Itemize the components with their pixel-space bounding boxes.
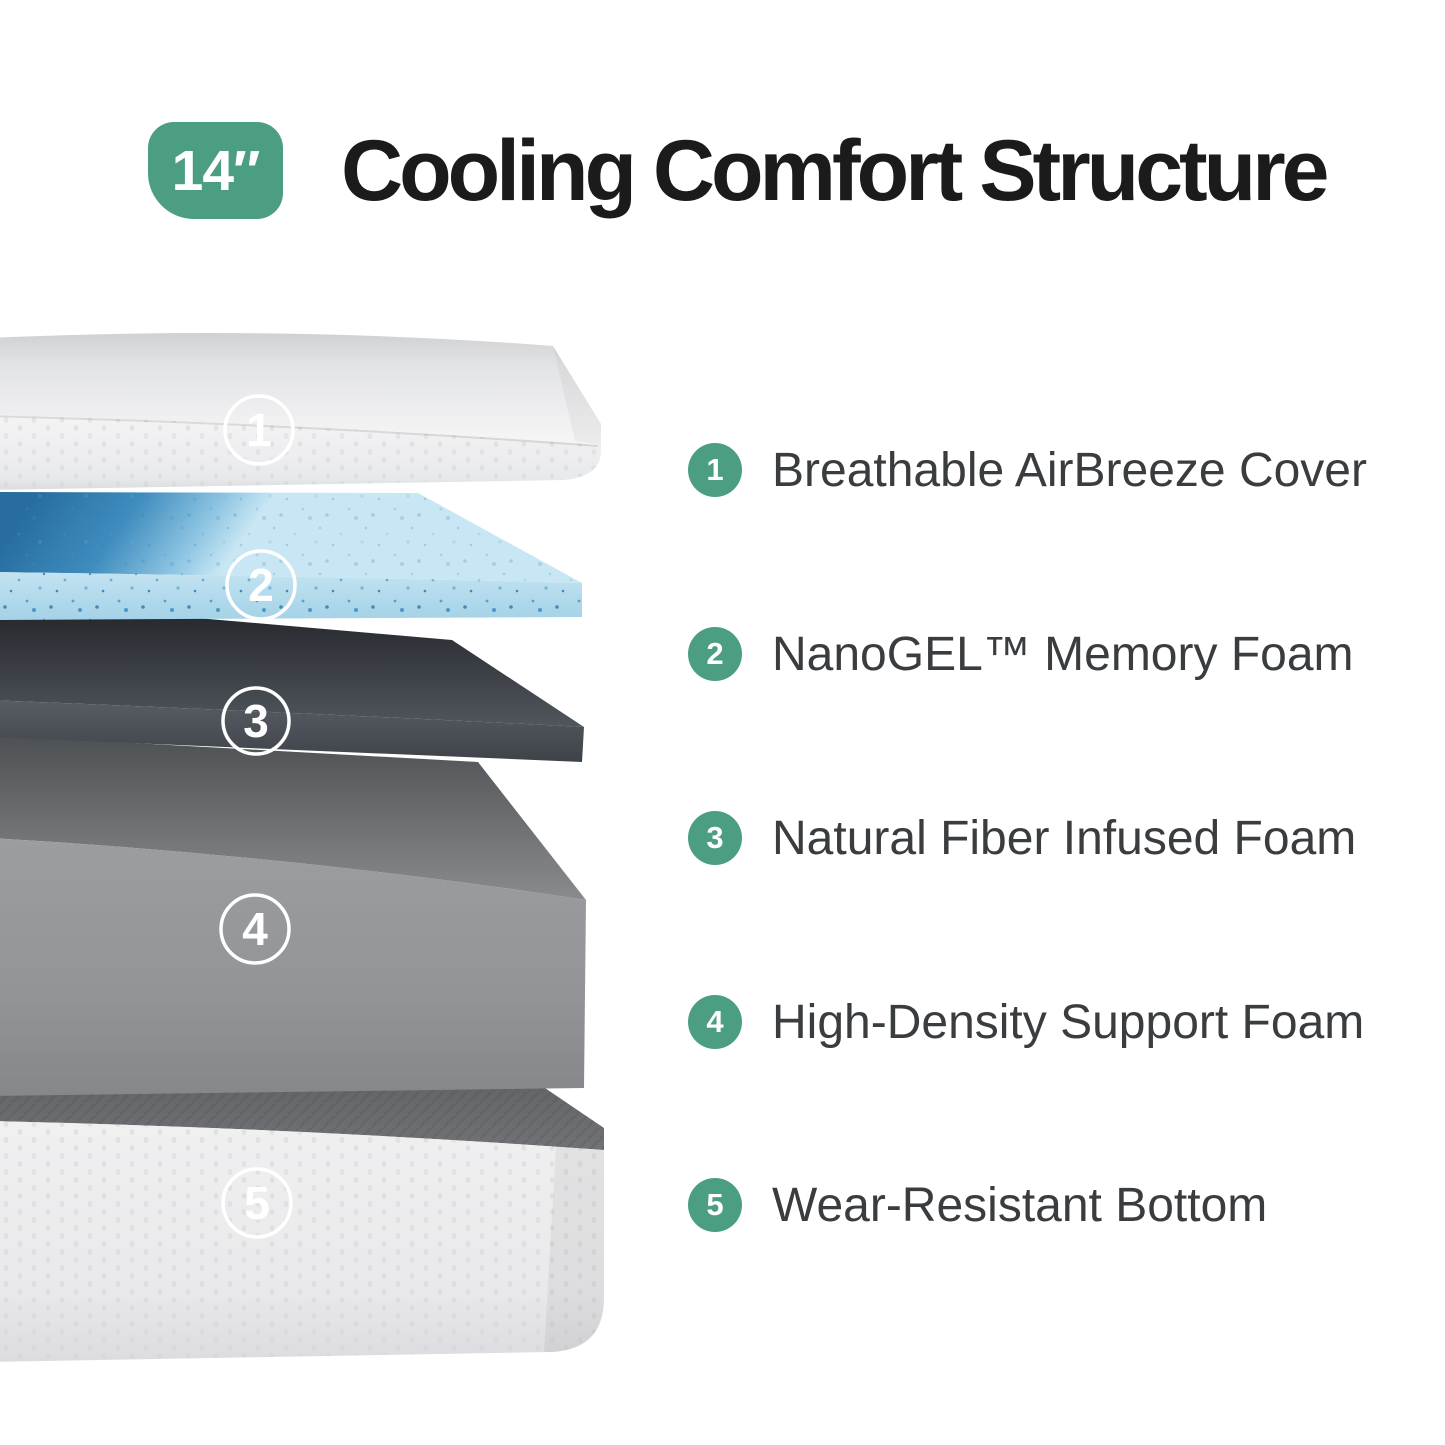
legend-item-2-label: NanoGEL™ Memory Foam (772, 627, 1354, 681)
layer-1-marker-number: 1 (246, 404, 272, 456)
legend-item-2-number-badge: 2 (688, 627, 742, 681)
layer-3-front-face (0, 700, 584, 762)
layer-5-marker-number: 5 (244, 1177, 270, 1229)
layer-markers (219, 394, 297, 1239)
layer-3-natural-fiber-foam (0, 601, 584, 762)
legend-item-5-number-badge: 5 (688, 1178, 742, 1232)
layer-4-marker-ring (219, 893, 291, 965)
layer-3-marker-number: 3 (243, 695, 269, 747)
layer-1-breathable-cover (0, 333, 601, 490)
legend-item-4-number-badge: 4 (688, 995, 742, 1049)
layer-2-gel-memory-foam (0, 492, 582, 620)
layer-4-front-face (0, 838, 586, 1096)
layer-3-marker-ring (221, 686, 291, 756)
layer-2-marker-number: 2 (248, 559, 274, 611)
layer-4-marker-number: 4 (242, 903, 268, 955)
layer-1-marker-ring (223, 394, 295, 466)
legend-item-1-label: Breathable AirBreeze Cover (772, 443, 1367, 497)
layer-5-front-face-texture (0, 1121, 604, 1362)
legend-item-3-number-badge: 3 (688, 811, 742, 865)
header: 14″ Cooling Comfort Structure (148, 122, 1329, 219)
legend-item-4: 4 High-Density Support Foam (688, 994, 1364, 1050)
layer-4-top-face (0, 735, 586, 900)
layer-2-top-face-speckle (0, 492, 582, 583)
thickness-badge-label: 14″ (171, 138, 261, 203)
legend-item-3: 3 Natural Fiber Infused Foam (688, 810, 1356, 866)
layer-marker-numbers: 1 2 3 4 5 (242, 404, 274, 1229)
legend-item-1-number-badge: 1 (688, 443, 742, 497)
layer-2-front-face-speckle (0, 572, 582, 620)
layer-5-marker-ring (221, 1167, 293, 1239)
layer-4-high-density-support-foam (0, 735, 586, 1096)
legend-item-3-label: Natural Fiber Infused Foam (772, 811, 1357, 865)
layer-1-crease-line (0, 415, 599, 447)
page-title: Cooling Comfort Structure (341, 122, 1329, 219)
layer-1-top-face (0, 333, 601, 445)
legend-item-5: 5 Wear-Resistant Bottom (688, 1177, 1267, 1233)
layer-1-right-edge-shade (553, 346, 601, 445)
legend-item-4-label: High-Density Support Foam (772, 995, 1365, 1049)
thickness-badge: 14″ (148, 122, 283, 219)
layer-5-right-face-shade (544, 1146, 604, 1352)
layer-2-marker-ring (225, 549, 297, 621)
legend-item-2: 2 NanoGEL™ Memory Foam (688, 626, 1354, 682)
legend-item-5-label: Wear-Resistant Bottom (772, 1178, 1268, 1232)
layer-1-front-face-texture (0, 415, 601, 490)
legend-item-1: 1 Breathable AirBreeze Cover (688, 442, 1367, 498)
layer-3-top-face (0, 601, 584, 727)
